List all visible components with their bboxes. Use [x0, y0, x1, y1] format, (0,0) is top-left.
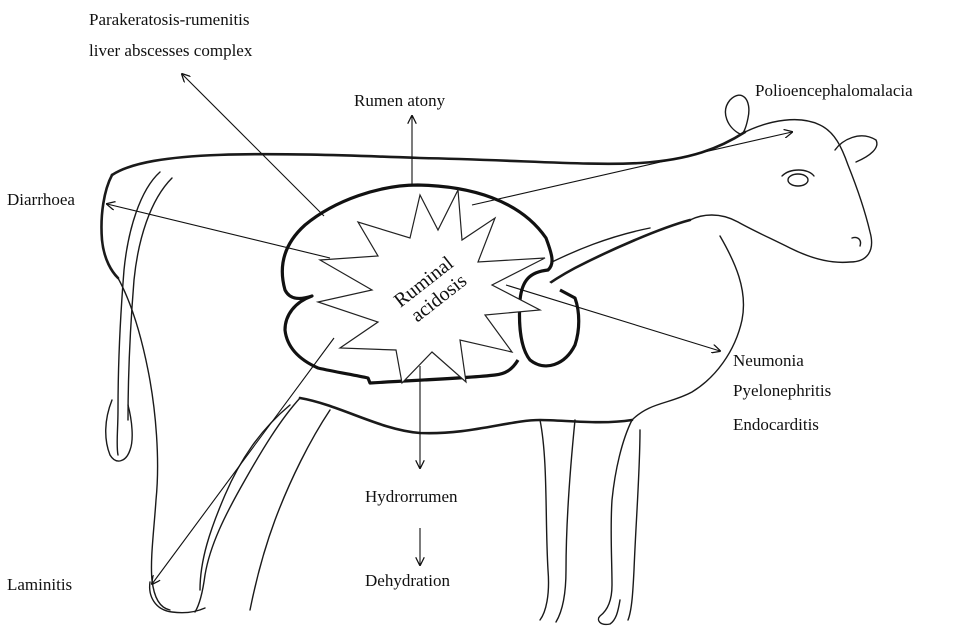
- arrow-polioencephalomalacia: [472, 132, 792, 205]
- cow-hind-leg-2: [200, 405, 290, 590]
- label-laminitis: Laminitis: [7, 575, 72, 594]
- label-dehydration: Dehydration: [365, 571, 450, 590]
- cow-front-leg-1: [598, 420, 632, 624]
- cow-chest: [632, 236, 743, 420]
- cow-brow: [782, 170, 814, 176]
- cow-neck-underside: [540, 220, 690, 290]
- arrow-parakeratosis: [182, 74, 324, 216]
- label-neumonia: Neumonia: [733, 351, 804, 370]
- label-polioencephalomalacia: Polioencephalomalacia: [755, 81, 913, 100]
- label-endocarditis: Endocarditis: [733, 415, 819, 434]
- label-hydrorrumen: Hydrorrumen: [365, 487, 458, 506]
- label-parakeratosis-line2: liver abscesses complex: [89, 41, 253, 60]
- cow-hind-outline: [101, 175, 118, 278]
- cow-front-leg-1b: [628, 430, 640, 620]
- label-parakeratosis-line1: Parakeratosis-rumenitis: [89, 10, 250, 29]
- label-pyelonephritis: Pyelonephritis: [733, 381, 831, 400]
- label-diarrhoea: Diarrhoea: [7, 190, 75, 209]
- arrow-diarrhoea: [107, 204, 330, 258]
- cow-eye: [788, 174, 808, 186]
- cow-front-leg-2: [540, 420, 549, 620]
- cow-ear: [725, 95, 748, 134]
- cow-front-leg-2b: [556, 420, 575, 622]
- cow-tail: [117, 172, 160, 455]
- cow-belly: [300, 398, 632, 433]
- arrow-laminitis: [152, 338, 334, 584]
- cow-neck-inner: [540, 228, 650, 268]
- cow-muzzle: [852, 237, 861, 246]
- label-rumen-atony: Rumen atony: [354, 91, 446, 110]
- cow-hind-leg-3: [250, 410, 330, 610]
- cow-back-outline: [112, 132, 745, 175]
- cow-hind-leg-1: [118, 278, 170, 610]
